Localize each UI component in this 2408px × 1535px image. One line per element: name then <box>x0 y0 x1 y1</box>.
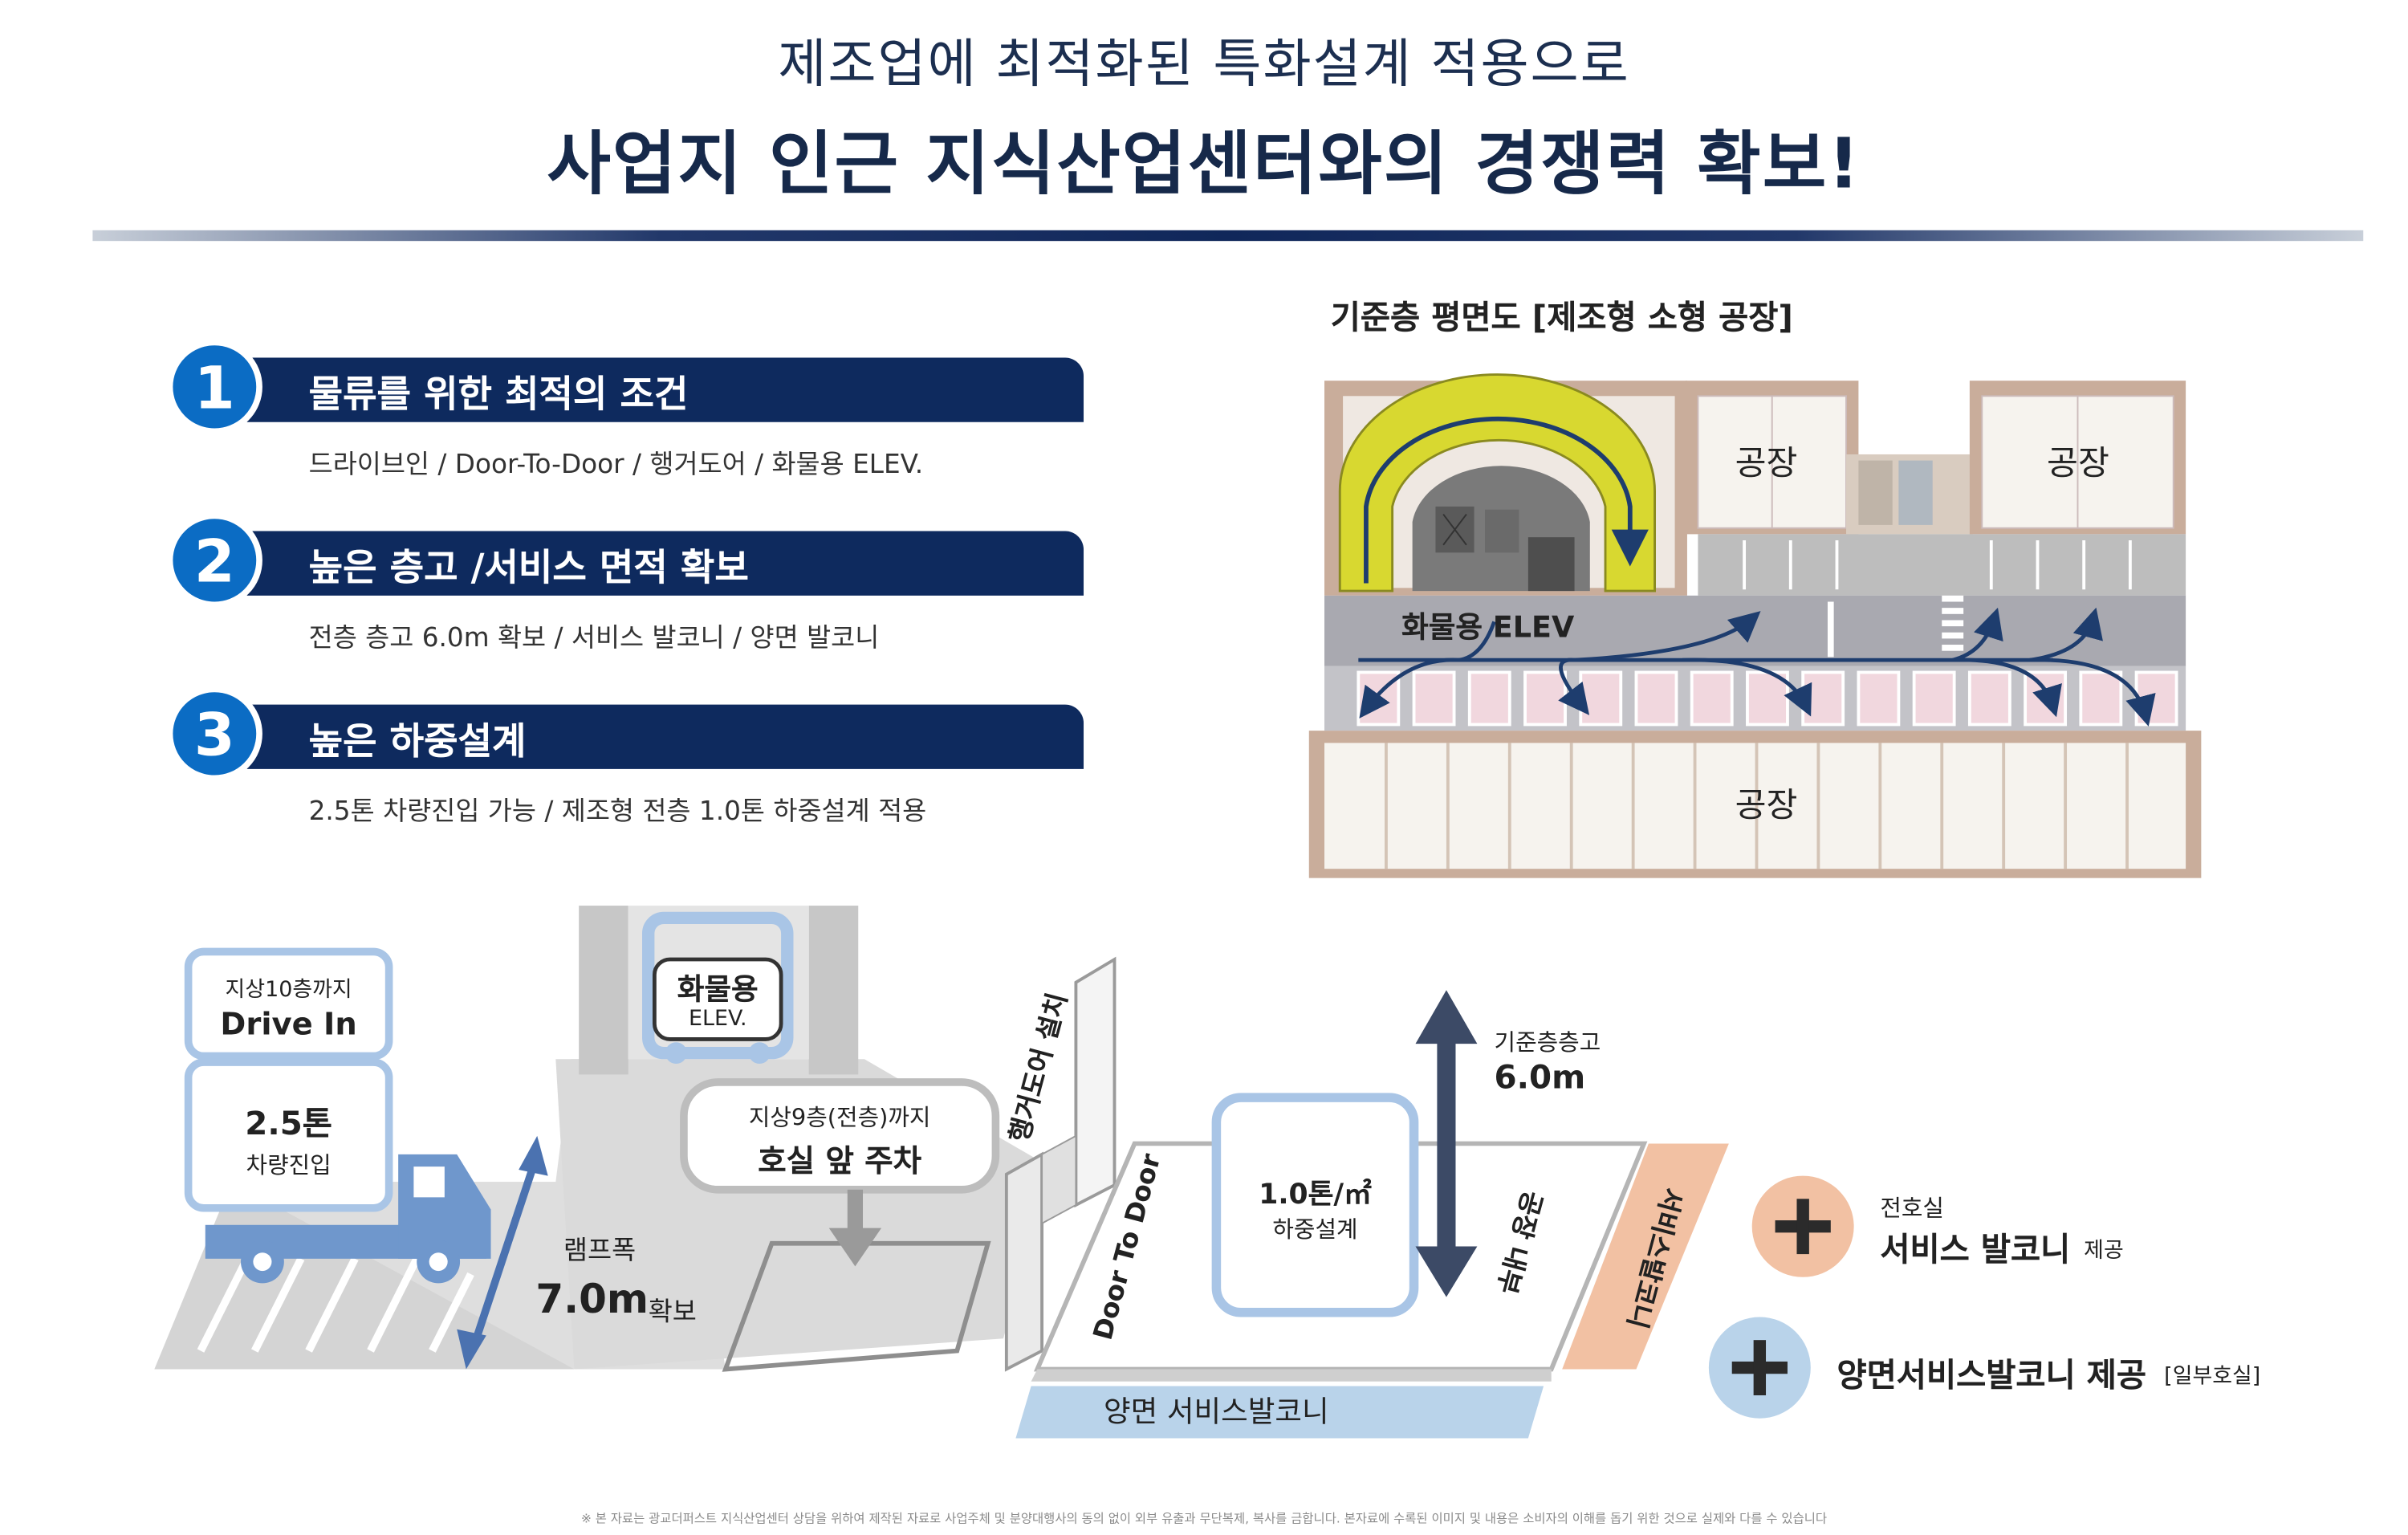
parking-callout <box>680 1078 1000 1194</box>
feature-3-desc: 2.5톤 차량진입 가능 / 제조형 전층 1.0톤 하중설계 적용 <box>308 796 927 828</box>
feature-1-bar <box>246 357 1084 422</box>
factory-label-1: 공장 <box>1735 445 1798 484</box>
ramp-width-arrow <box>468 1153 541 1353</box>
parking-stall <box>1634 670 1678 727</box>
parking-stall <box>1690 670 1734 727</box>
feature-3-bar <box>246 704 1084 769</box>
ramp-width-label: 램프폭 <box>563 1236 637 1267</box>
parking-stall <box>2079 670 2123 727</box>
isometric-illustration <box>154 906 1854 1439</box>
parking-stall <box>1857 670 1901 727</box>
truck-capacity: 2.5톤 <box>245 1105 332 1142</box>
floor-height-value: 6.0m <box>1494 1059 1586 1097</box>
cargo-elevator-icon <box>642 911 794 1060</box>
floorplan-title: 기준층 평면도 [제조형 소형 공장] <box>1330 299 1793 336</box>
feature-2-desc: 전층 층고 6.0m 확보 / 서비스 발코니 / 양면 발코니 <box>308 623 880 654</box>
floorplan-ramp <box>1338 373 1657 592</box>
drive-in-main: Drive In <box>220 1005 357 1043</box>
feature-2-title: 높은 층고 /서비스 면적 확보 <box>308 546 749 590</box>
feature-1-title: 물류를 위한 최적의 조건 <box>308 373 689 417</box>
parking-stall <box>1579 670 1623 727</box>
parking-stall <box>1801 670 1845 727</box>
feature-1-desc: 드라이브인 / Door-To-Door / 행거도어 / 화물용 ELEV. <box>308 450 924 481</box>
floorplan <box>1308 373 2202 878</box>
benefit-2-suffix: [일부호실] <box>2164 1364 2261 1390</box>
benefit-1-suffix: 제공 <box>2084 1238 2124 1264</box>
parking-stall <box>1912 670 1956 727</box>
parking-slot <box>722 1240 991 1372</box>
parking-stall <box>1967 670 2011 727</box>
parking-stall <box>2134 670 2178 727</box>
page-subtitle: 제조업에 최적화된 특화설계 적용으로 <box>778 34 1630 96</box>
service-balcony-strip <box>1562 1143 1729 1370</box>
floor-height-label: 기준층층고 <box>1494 1028 1601 1057</box>
load-value: 1.0톤/㎡ <box>1259 1179 1372 1211</box>
plus-icon <box>1708 1317 1811 1419</box>
parking-callout-top: 지상9층(전층)까지 <box>748 1103 931 1132</box>
parking-stall <box>1412 670 1456 727</box>
feature-1-number: 1 <box>166 339 262 435</box>
benefit-2-main: 양면서비스발코니 제공 <box>1837 1357 2147 1395</box>
both-balcony-label: 양면 서비스발코니 <box>1104 1395 1329 1430</box>
feature-2-number: 2 <box>166 512 262 609</box>
benefit-1-top: 전호실 <box>1880 1194 1944 1222</box>
cargo-elev-label: 화물용 ELEV <box>1401 610 1575 645</box>
floorplan-flow-arrows <box>1358 607 2156 727</box>
elev-label-bottom: ELEV. <box>688 1007 747 1032</box>
drive-in-top: 지상10층까지 <box>225 977 352 1003</box>
load-box <box>1211 1093 1419 1317</box>
factory-label-3: 공장 <box>1735 787 1798 826</box>
header-divider <box>92 230 2364 242</box>
footnote: ※ 본 자료는 광교더퍼스트 지식산업센터 상담을 위하여 제작된 자료로 사업… <box>580 1512 1828 1526</box>
parking-stall <box>2024 670 2068 727</box>
feature-3-title: 높은 하중설계 <box>308 719 527 763</box>
parking-stall <box>1467 670 1511 727</box>
plus-icon <box>1751 1175 1854 1277</box>
ramp-flow-arrow <box>1364 416 1649 584</box>
parking-stall <box>1523 670 1567 727</box>
parking-callout-main: 호실 앞 주차 <box>758 1142 922 1179</box>
feature-2-bar <box>246 531 1084 596</box>
ramp-width-suffix: 확보 <box>648 1297 697 1328</box>
page-title: 사업지 인근 지식산업센터와의 경쟁력 확보! <box>547 122 1861 205</box>
benefit-1-main: 서비스 발코니 <box>1880 1231 2071 1268</box>
factory-label-2: 공장 <box>2047 445 2109 484</box>
load-label: 하중설계 <box>1272 1215 1358 1244</box>
ramp-width-value: 7.0m <box>535 1276 649 1324</box>
drive-in-box <box>184 947 393 1061</box>
elev-label-top: 화물용 <box>677 973 759 1008</box>
truck-entry: 차량진입 <box>246 1151 332 1179</box>
feature-3: 3 높은 하중설계 2.5톤 차량진입 가능 / 제조형 전층 1.0톤 하중설… <box>166 686 1093 840</box>
feature-1: 1 물류를 위한 최적의 조건 드라이브인 / Door-To-Door / 행… <box>166 339 1093 493</box>
feature-2: 2 높은 층고 /서비스 면적 확보 전층 층고 6.0m 확보 / 서비스 발… <box>166 512 1093 666</box>
truck-capacity-box <box>184 1058 393 1212</box>
feature-3-number: 3 <box>166 686 262 782</box>
truck-icon <box>205 1154 491 1284</box>
both-balcony-strip <box>1015 1386 1544 1439</box>
